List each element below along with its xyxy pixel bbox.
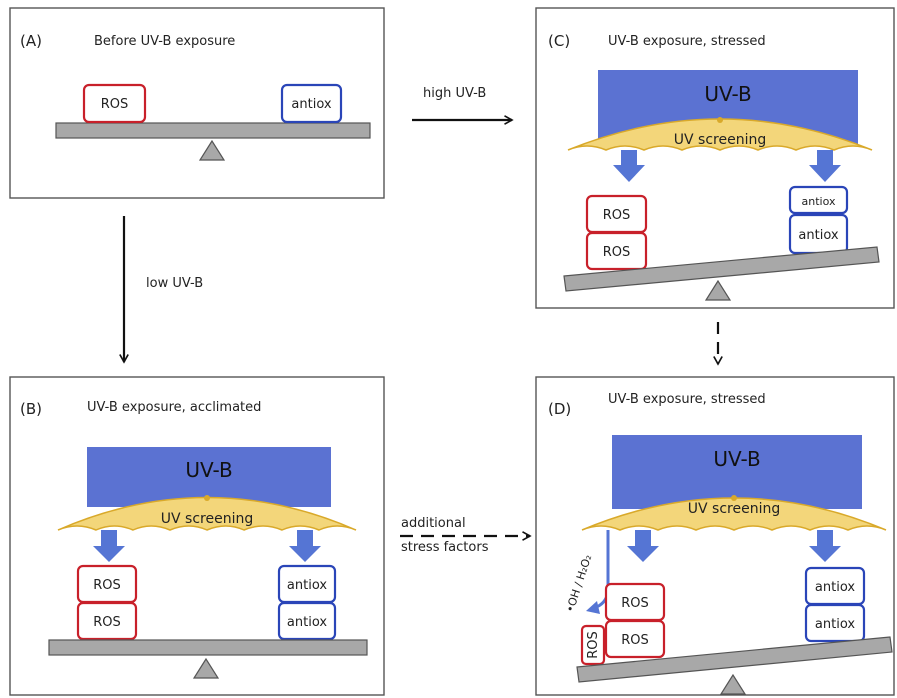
panel-d: (D) UV-B exposure, stressed UV-B UV scre… bbox=[535, 376, 895, 696]
uvb-penetration-arrow-right bbox=[809, 530, 841, 562]
antiox-label: antiox bbox=[802, 195, 836, 208]
uvb-label: UV-B bbox=[713, 447, 760, 471]
low-uvb-label: low UV-B bbox=[146, 276, 203, 291]
uv-screening-label: UV screening bbox=[161, 511, 253, 527]
antiox-label: antiox bbox=[291, 97, 331, 112]
high-uvb-label: high UV-B bbox=[423, 86, 486, 101]
balance-plank bbox=[55, 122, 371, 139]
uvb-label: UV-B bbox=[185, 458, 232, 482]
antiox-box: antiox bbox=[277, 564, 337, 604]
balance-fulcrum bbox=[719, 673, 747, 695]
ros-label: ROS bbox=[621, 633, 649, 648]
ros-label: ROS bbox=[101, 97, 129, 112]
panel-a-title: Before UV-B exposure bbox=[94, 34, 235, 49]
ros-box-small: ROS bbox=[580, 624, 606, 666]
uv-screening-label: UV screening bbox=[674, 132, 766, 148]
ros-label: ROS bbox=[621, 596, 649, 611]
antiox-box: antiox bbox=[788, 185, 849, 215]
ros-label: ROS bbox=[603, 208, 631, 223]
antiox-box: antiox bbox=[280, 83, 343, 124]
uvb-penetration-arrow-left bbox=[613, 150, 645, 182]
antiox-box: antiox bbox=[804, 603, 866, 643]
shield-knob bbox=[731, 495, 737, 501]
balance-plank bbox=[48, 639, 368, 656]
ros-label: ROS bbox=[93, 615, 121, 630]
uv-screening-shield bbox=[57, 496, 357, 531]
balance-fulcrum bbox=[192, 657, 220, 679]
ros-box: ROS bbox=[585, 194, 648, 234]
antiox-box: antiox bbox=[277, 601, 337, 641]
antiox-label: antiox bbox=[815, 580, 855, 595]
ros-label: ROS bbox=[93, 578, 121, 593]
ros-box: ROS bbox=[585, 231, 648, 271]
low-uvb-transition: low UV-B bbox=[124, 216, 203, 362]
shield-knob bbox=[204, 495, 210, 501]
antiox-label: antiox bbox=[287, 615, 327, 630]
panel-c: (C) UV-B exposure, stressed UV-B UV scre… bbox=[535, 7, 895, 309]
ros-conversion-arrowhead bbox=[586, 601, 600, 614]
ros-box: ROS bbox=[82, 83, 147, 124]
panel-b-letter: (B) bbox=[20, 400, 42, 418]
uvb-penetration-arrow-right bbox=[289, 530, 321, 562]
ros-box: ROS bbox=[604, 619, 666, 659]
high-uvb-transition: high UV-B bbox=[412, 86, 512, 120]
balance-fulcrum bbox=[198, 139, 226, 161]
panel-b-title: UV-B exposure, acclimated bbox=[87, 400, 261, 415]
uvb-penetration-arrow-left bbox=[93, 530, 125, 562]
additional-label-line1: additional bbox=[401, 516, 466, 531]
panel-c-letter: (C) bbox=[548, 32, 570, 50]
antiox-box: antiox bbox=[788, 213, 849, 255]
uvb-penetration-arrow-left bbox=[627, 530, 659, 562]
antiox-label: antiox bbox=[798, 228, 838, 243]
uvb-block bbox=[612, 435, 862, 509]
uv-screening-shield bbox=[581, 497, 887, 531]
ros-box: ROS bbox=[76, 601, 138, 641]
panel-b: (B) UV-B exposure, acclimated UV-B UV sc… bbox=[9, 376, 385, 696]
antiox-label: antiox bbox=[287, 578, 327, 593]
balance-plank-tilted bbox=[563, 246, 880, 292]
uvb-penetration-arrow-right bbox=[809, 150, 841, 182]
additional-label-line2: stress factors bbox=[401, 540, 489, 555]
panel-d-letter: (D) bbox=[548, 400, 571, 418]
balance-fulcrum bbox=[704, 279, 732, 301]
panel-d-title: UV-B exposure, stressed bbox=[608, 392, 766, 407]
ros-box: ROS bbox=[76, 564, 138, 604]
ros-label: ROS bbox=[603, 245, 631, 260]
ros-label: ROS bbox=[586, 631, 601, 659]
antiox-box: antiox bbox=[804, 566, 866, 606]
shield-knob bbox=[717, 117, 723, 123]
balance-plank-tilted bbox=[576, 636, 893, 683]
panel-a: (A) Before UV-B exposure ROS antiox bbox=[9, 7, 385, 199]
panel-a-letter: (A) bbox=[20, 32, 42, 50]
uv-screening-label: UV screening bbox=[688, 501, 780, 517]
uvb-label: UV-B bbox=[704, 82, 751, 106]
ros-box: ROS bbox=[604, 582, 666, 622]
antiox-label: antiox bbox=[815, 617, 855, 632]
additional-stress-transition: additional stress factors bbox=[400, 516, 530, 555]
panel-c-title: UV-B exposure, stressed bbox=[608, 34, 766, 49]
uv-screening-shield bbox=[567, 118, 873, 151]
